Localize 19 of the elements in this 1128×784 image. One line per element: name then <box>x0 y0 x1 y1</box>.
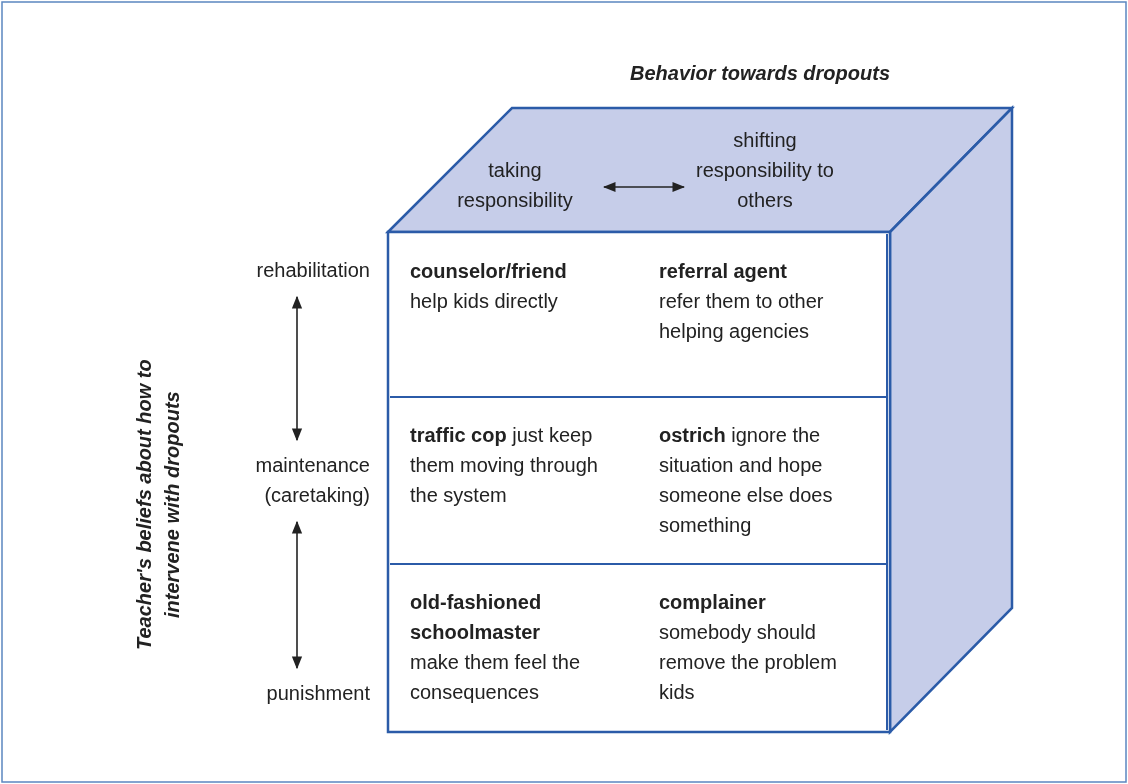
role-description: make them feel the consequences <box>410 650 582 705</box>
axis-label: punishment <box>200 678 370 710</box>
role-name: counselor/friend <box>410 259 568 284</box>
role-description: help kids directly <box>410 289 559 314</box>
heading: Behavior towards dropouts <box>629 62 891 85</box>
double-arrow <box>291 295 303 442</box>
double-arrow <box>291 520 303 670</box>
role-description: refer them to other helping agencies <box>659 289 825 344</box>
role-description: ostrich ignore the situation and hope someone else does something <box>659 423 834 538</box>
axis-label: maintenance (caretaking) <box>200 450 370 512</box>
role-description: somebody should remove the problem kids <box>659 620 838 705</box>
double-arrow <box>602 181 686 193</box>
role-description: traffic cop just keep them moving through the system <box>410 423 599 508</box>
role-name: referral agent <box>659 259 788 284</box>
scale-label: shifting responsibility to others <box>690 125 840 215</box>
role-name: complainer <box>659 590 767 615</box>
axis-title: Teacher's beliefs about how to intervene with dropouts <box>132 358 184 653</box>
scale-label: taking responsibility <box>430 155 600 215</box>
axis-label: rehabilitation <box>200 255 370 287</box>
